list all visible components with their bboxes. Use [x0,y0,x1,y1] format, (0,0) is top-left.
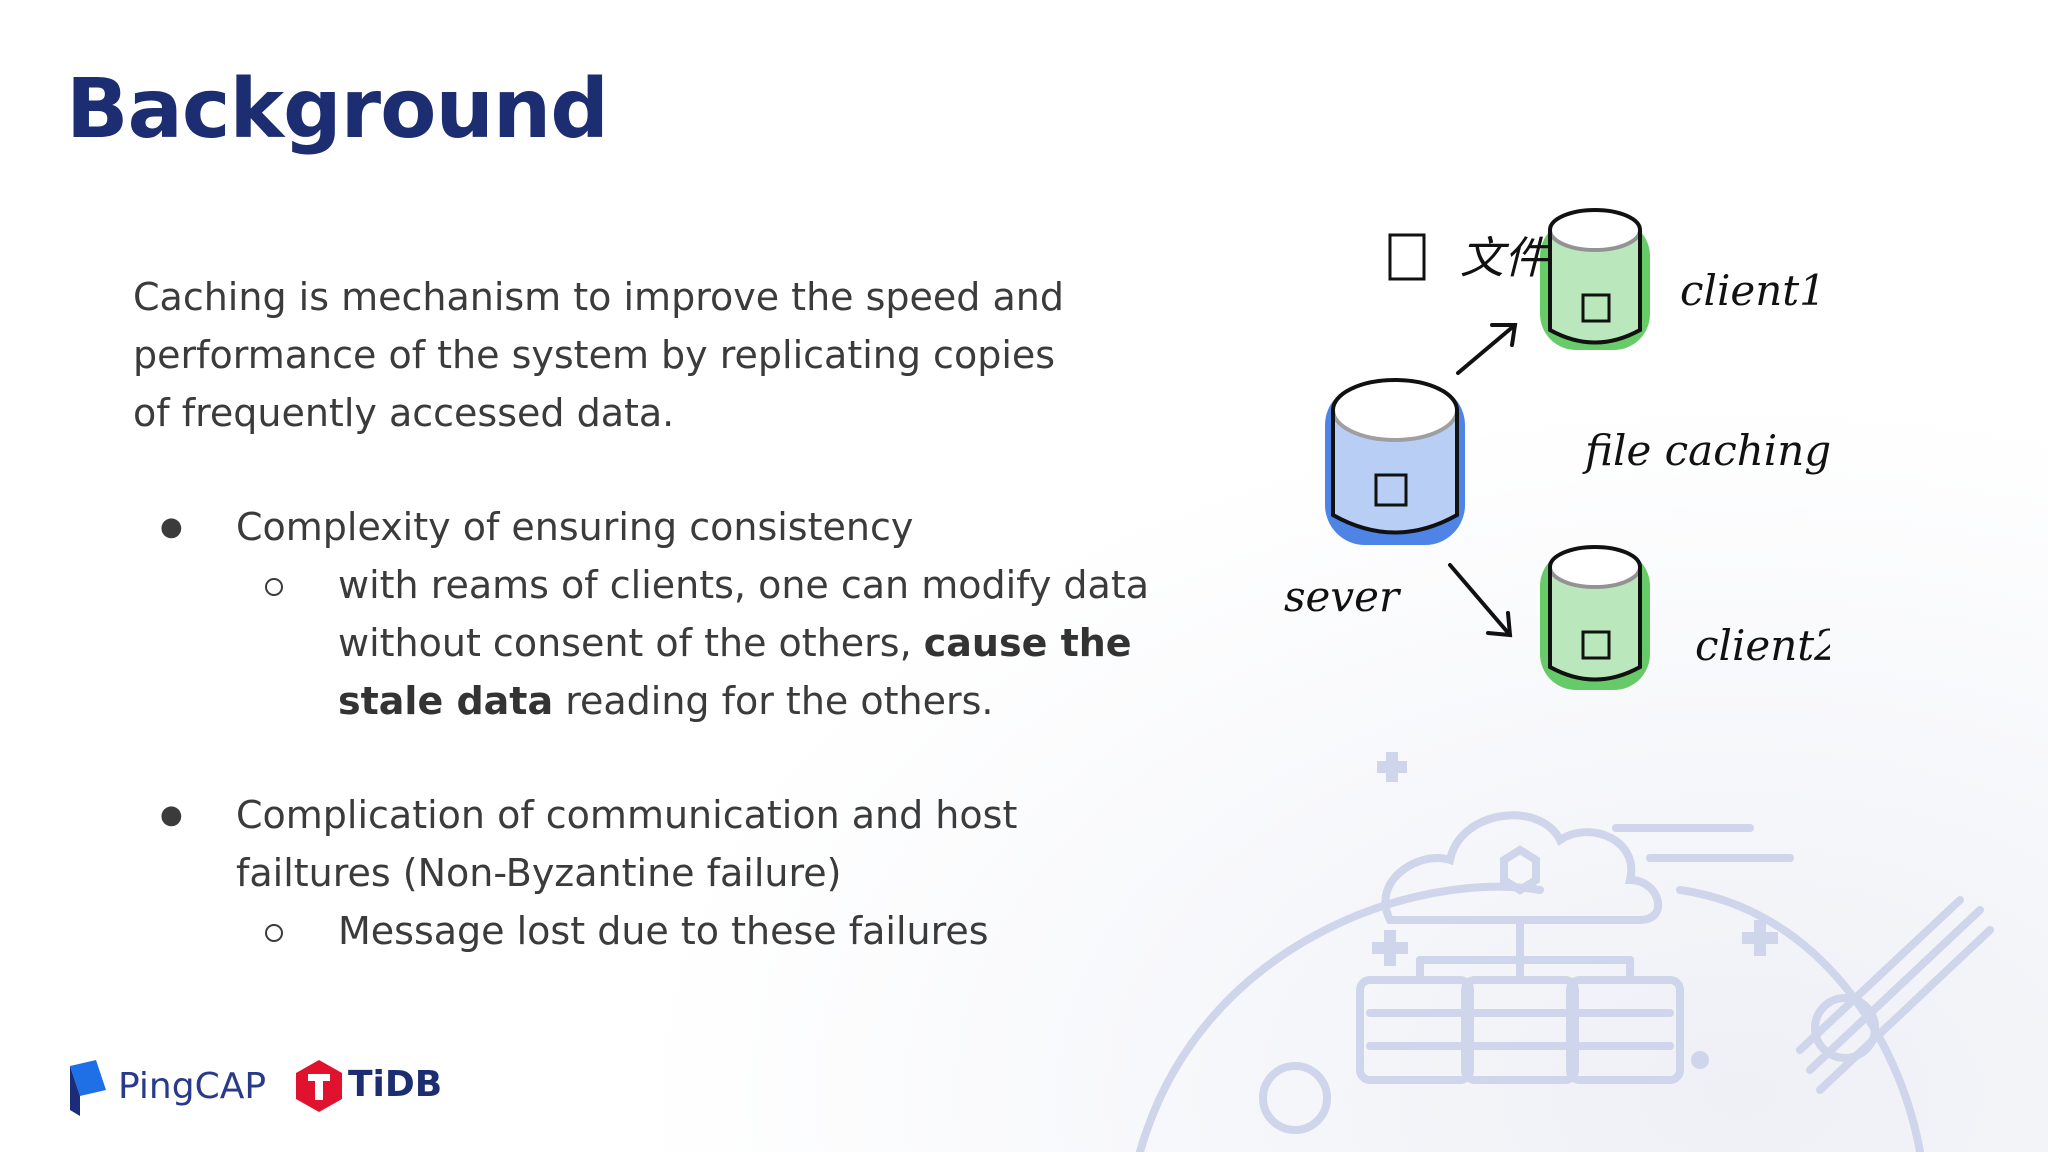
globe-arc-right [1676,886,1924,1152]
file-chars-label: 文件 [1460,233,1551,284]
tidb-wordmark: TiDB [348,1064,443,1105]
server-cylinder [1325,378,1465,545]
star-dot [1691,1051,1709,1069]
arrow-to-client1 [1456,323,1517,375]
sub-bullet-1-bold: cause the stale data [338,621,1132,723]
hexagon-icon [1500,845,1540,895]
pingcap-logo-icon [70,1060,106,1116]
server-rack-icon [1566,976,1684,1084]
cloud-icon [1381,811,1662,924]
file-icon [1388,233,1426,281]
tidb-logo-icon [296,1060,342,1112]
sub-bullet-1-text: with reams of clients, one can modify da… [338,563,1150,665]
cloud-server-illustration [1136,752,1994,1152]
file-caching-label: file caching [1582,426,1830,475]
file-icon [1581,293,1611,323]
bullet-2: Complication of communication and host f… [236,793,1018,895]
file-icon [1374,473,1408,507]
comet-icon [1796,896,1994,1094]
sub-bullet-1: with reams of clients, one can modify da… [338,556,1208,730]
sub-bullet-circle [265,578,283,596]
arrow-to-client2 [1448,563,1512,637]
pingcap-wordmark: PingCAP [118,1066,267,1107]
bullet-dot: ● [160,512,183,542]
server-label: sever [1284,572,1402,621]
planet-ring-icon [1259,1062,1331,1134]
client2-label: client2 [1695,621,1830,670]
page-title: Background [66,62,609,157]
client1-cylinder [1540,208,1650,350]
sub-bullet-2: Message lost due to these failures [338,909,989,953]
client1-label: client1 [1680,266,1826,315]
globe-arc-left [1136,882,1544,1152]
sub-bullet-1-tail: reading for the others. [553,679,994,723]
server-rack-icon [1461,976,1579,1084]
server-rack-icon [1356,976,1474,1084]
intro-paragraph: Caching is mechanism to improve the spee… [133,275,1064,435]
bullet-1: Complexity of ensuring consistency [236,505,914,549]
caching-sketch: 文件 client1 file caching sever client2 [1284,208,1830,690]
client2-cylinder [1540,545,1650,690]
file-icon [1581,630,1611,660]
bullet-dot: ● [160,800,183,830]
sub-bullet-circle [265,924,283,942]
